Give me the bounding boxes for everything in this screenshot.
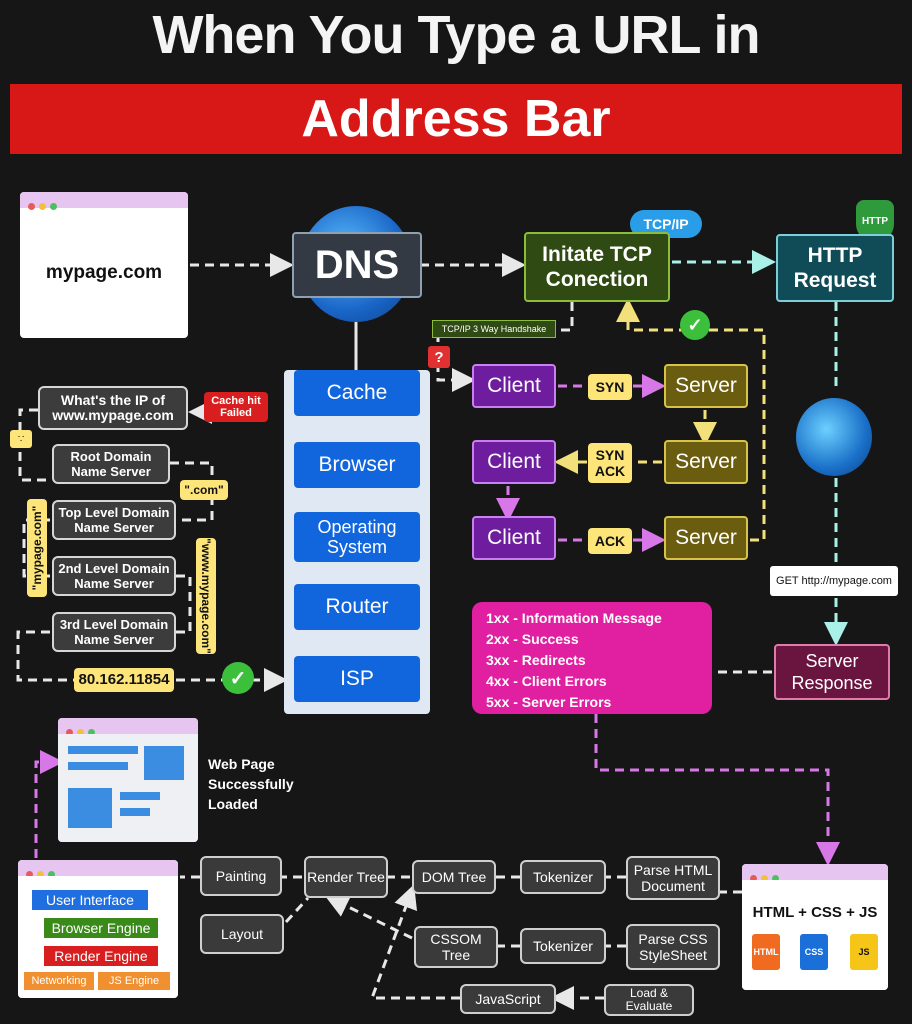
step-render-tree: Render Tree [304,856,388,898]
status-2xx: 2xx - Success [486,631,579,647]
client-box-3: Client [472,516,556,560]
page-title: When You Type a URL in [152,5,760,65]
server-box-3: Server [664,516,748,560]
component-render-engine: Render Engine [44,946,158,966]
cache-layer-cache: Cache [294,370,420,416]
second-level-server: 2nd Level Domain Name Server [52,556,176,596]
cache-layer-router: Router [294,584,420,630]
browser-components-window: User Interface Browser Engine Render Eng… [18,860,178,998]
files-label: HTML + CSS + JS [752,903,878,921]
handshake-label: TCP/IP 3 Way Handshake [432,320,556,338]
internet-globe-icon [796,398,872,476]
cache-hit-failed: Cache hit Failed [204,392,268,422]
status-5xx: 5xx - Server Errors [486,694,612,710]
step-javascript: JavaScript [460,984,556,1014]
client-box-1: Client [472,364,556,408]
html-file-icon: HTML [752,934,780,970]
status-3xx: 3xx - Redirects [486,652,586,668]
server-response: Server Response [774,644,890,700]
step-load-evaluate: Load & Evaluate [604,984,694,1016]
loaded-webpage-window [58,718,198,842]
cache-layer-os: Operating System [294,512,420,562]
step-cssom-tree: CSSOM Tree [414,926,498,968]
client-box-2: Client [472,440,556,484]
browser-window-url: mypage.com [20,192,188,338]
signal-syn-ack: SYN ACK [588,443,632,483]
step-tokenizer-html: Tokenizer [520,860,606,894]
component-networking: Networking [24,972,94,990]
label-com: ".com" [180,480,228,500]
component-user-interface: User Interface [32,890,148,910]
component-js-engine: JS Engine [98,972,170,990]
component-browser-engine: Browser Engine [44,918,158,938]
initiate-tcp-connection: Initate TCP Conection [524,232,670,302]
cache-layer-isp: ISP [294,656,420,702]
question-icon: ? [428,346,450,368]
css-file-icon: CSS [800,934,828,970]
signal-ack: ACK [588,528,632,554]
step-dom-tree: DOM Tree [412,860,496,894]
label-www-mypage: "www.mypage.com" [196,538,216,654]
server-box-1: Server [664,364,748,408]
step-painting: Painting [200,856,282,896]
signal-syn: SYN [588,374,632,400]
status-codes-panel: 1xx - Information Message 2xx - Success … [472,602,712,714]
url-text: mypage.com [45,262,163,283]
step-layout: Layout [200,914,284,954]
tld-server: Top Level Domain Name Server [52,500,176,540]
root-domain-server: Root Domain Name Server [52,444,170,484]
files-window: HTML + CSS + JS HTML CSS JS [742,864,888,990]
js-file-icon: JS [850,934,878,970]
loaded-text: Web Page Successfully Loaded [208,756,294,812]
step-parse-css: Parse CSS StyleSheet [626,924,720,970]
page-subtitle: Address Bar [301,90,611,148]
resolved-ip: 80.162.11854 [74,668,174,692]
third-level-server: 3rd Level Domain Name Server [52,612,176,652]
cache-layer-browser: Browser [294,442,420,488]
label-mypage: "mypage.com" [27,499,47,597]
get-request-label: GET http://mypage.com [770,566,898,596]
check-icon-ip: ✓ [222,662,254,694]
step-parse-html: Parse HTML Document [626,856,720,900]
status-4xx: 4xx - Client Errors [486,673,607,689]
status-1xx: 1xx - Information Message [486,610,662,626]
http-request: HTTP Request [776,234,894,302]
check-icon-tcp: ✓ [680,310,710,340]
title-banner [10,84,902,154]
step-tokenizer-css: Tokenizer [520,928,606,964]
thinking-face-icon: ∵ [10,430,32,448]
server-box-2: Server [664,440,748,484]
dns-server-label: DNS [292,232,422,298]
ip-question: What's the IP of www.mypage.com [38,386,188,430]
